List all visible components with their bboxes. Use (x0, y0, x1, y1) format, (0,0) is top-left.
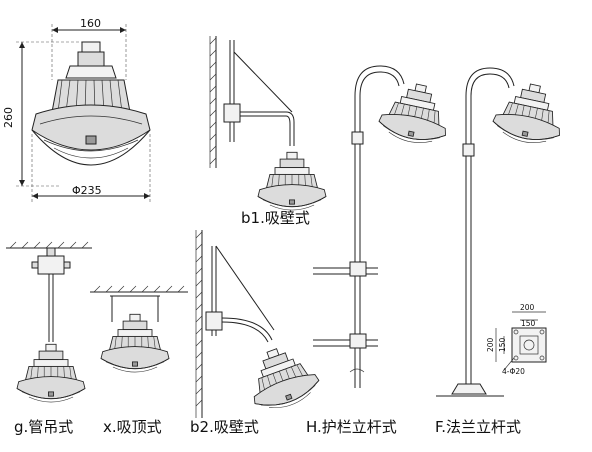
main-lamp (16, 24, 151, 202)
flange-height-150: 150 (498, 337, 507, 352)
flange-width-200: 200 (520, 303, 535, 312)
b2-wall-mount (195, 230, 324, 418)
caption-b1: b1.吸壁式 (241, 209, 310, 227)
flange-height-200: 200 (486, 337, 495, 352)
caption-F: F.法兰立杆式 (435, 418, 521, 436)
caption-H: H.护栏立杆式 (306, 418, 397, 436)
width-dimension: 160 (80, 17, 101, 30)
caption-g: g.管吊式 (14, 418, 74, 436)
flange-width-150: 150 (521, 319, 536, 328)
flange-drawing (495, 311, 547, 371)
x-ceiling (90, 285, 188, 373)
F-pole (436, 67, 570, 397)
b1-wall-mount (209, 36, 327, 211)
flange-holes: 4-Φ20 (502, 367, 525, 376)
caption-x: x.吸顶式 (103, 418, 162, 436)
g-pendant (6, 241, 92, 403)
height-dimension: 260 (2, 107, 15, 128)
caption-b2: b2.吸壁式 (190, 418, 259, 436)
H-pole (313, 65, 456, 388)
diameter-dimension: Φ235 (72, 184, 102, 197)
